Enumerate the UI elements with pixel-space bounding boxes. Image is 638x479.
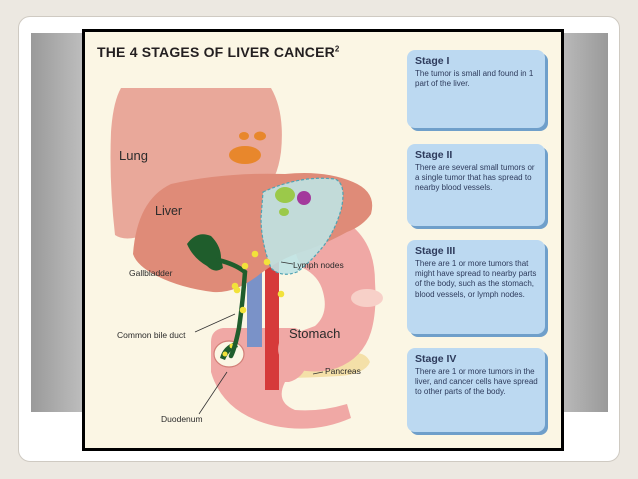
stage-1-title: Stage I <box>415 55 450 67</box>
gallbladder-shape <box>187 234 223 271</box>
stage-3-box: Stage III There are 1 or more tumors tha… <box>407 240 545 334</box>
anatomy-illustration <box>110 88 383 429</box>
lymph-node <box>239 306 247 314</box>
liver-tumor <box>279 208 289 216</box>
figure-title-footnote: 2 <box>334 44 340 54</box>
label-gallbladder: Gallbladder <box>129 268 173 278</box>
label-lung: Lung <box>119 148 148 163</box>
lung-tumor <box>254 131 266 141</box>
common-bile-duct <box>215 257 248 359</box>
liver-cancer-figure: THE 4 STAGES OF LIVER CANCER2 Lung Liver… <box>82 29 564 451</box>
leader-line-bile-duct <box>194 313 236 333</box>
stage-4-description: There are 1 or more tumors in the liver,… <box>415 367 538 397</box>
leader-line-lymph-nodes <box>280 261 294 265</box>
label-stomach: Stomach <box>289 326 341 341</box>
stage-1-box: Stage I The tumor is small and found in … <box>407 50 545 128</box>
lung-tumor <box>229 146 261 164</box>
label-lymph-nodes: Lymph nodes <box>293 260 344 270</box>
aorta-vessel <box>265 250 279 390</box>
figure-title-text: THE 4 STAGES OF LIVER CANCER <box>97 44 335 60</box>
label-duodenum: Duodenum <box>161 414 203 424</box>
stage-4-title: Stage IV <box>415 353 457 365</box>
stage-4-box: Stage IV There are 1 or more tumors in t… <box>407 348 545 432</box>
lymph-node <box>231 282 239 290</box>
duodenum-shape <box>211 328 351 429</box>
lymph-node <box>251 250 259 258</box>
leader-line-pancreas <box>312 371 324 375</box>
stage-2-description: There are several small tumors or a sing… <box>415 163 535 193</box>
liver-tumor <box>275 187 295 203</box>
lymph-node <box>241 262 249 270</box>
lung-tumor <box>239 132 249 140</box>
stage-2-title: Stage II <box>415 149 453 161</box>
leader-line-duodenum <box>198 371 228 415</box>
stage-1-description: The tumor is small and found in 1 part o… <box>415 69 534 89</box>
stage-2-box: Stage II There are several small tumors … <box>407 144 545 226</box>
figure-canvas: THE 4 STAGES OF LIVER CANCER2 Lung Liver… <box>85 32 561 448</box>
stomach-pylorus <box>351 289 383 307</box>
stage-3-description: There are 1 or more tumors that might ha… <box>415 259 537 299</box>
label-common-bile-duct: Common bile duct <box>117 330 186 340</box>
lymph-node <box>277 290 285 298</box>
stage-3-title: Stage III <box>415 245 456 257</box>
figure-title: THE 4 STAGES OF LIVER CANCER2 <box>97 44 340 60</box>
duodenum-node <box>222 351 228 357</box>
lymph-node <box>263 258 271 266</box>
label-liver: Liver <box>155 204 183 218</box>
label-pancreas: Pancreas <box>325 366 361 376</box>
liver-tumor <box>297 191 311 205</box>
